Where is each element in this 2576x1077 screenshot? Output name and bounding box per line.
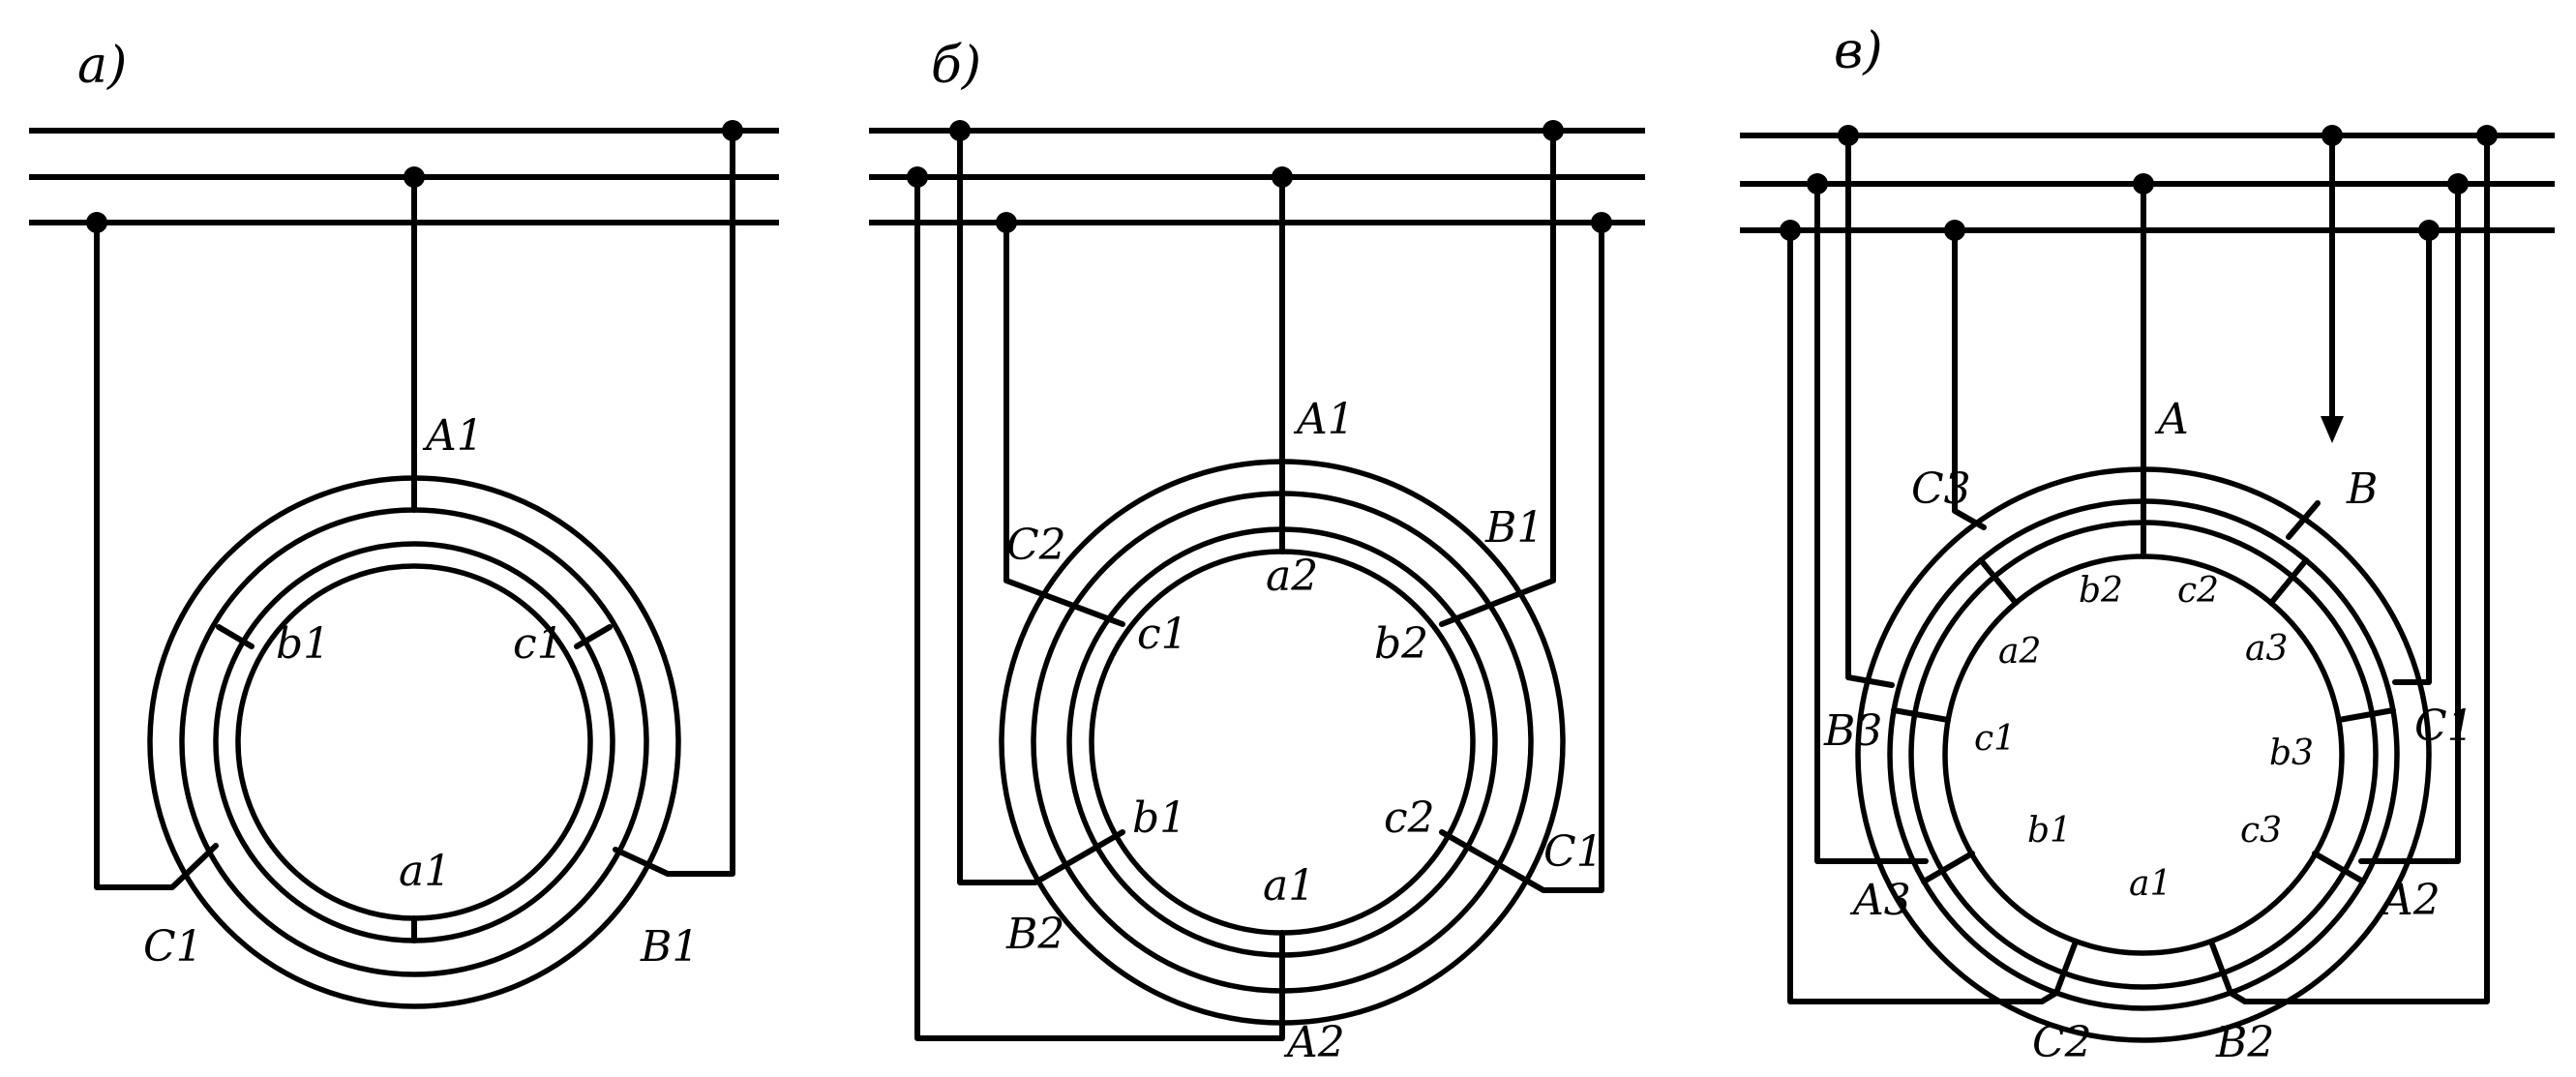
junction-dot [2418, 220, 2440, 241]
terminal-label: B3 [1823, 706, 1882, 756]
terminal-label: C1 [1543, 827, 1603, 877]
terminal-label: B1 [640, 922, 699, 972]
outer-ring-inner-edge [179, 507, 649, 977]
panel-c: в) [1740, 22, 2555, 1067]
separator [1921, 851, 1975, 884]
separator [1978, 557, 2019, 606]
terminal-label: B2 [2215, 1018, 2274, 1067]
terminal-label: C1 [143, 922, 203, 972]
lead-c [94, 220, 219, 890]
junction-dot [1838, 125, 1859, 146]
lead-b [613, 128, 735, 877]
panel-b: б) A1 C2 B1 B2 C1 A2 a2 [869, 37, 1645, 1067]
coil-label: c1 [513, 619, 564, 669]
lead-b-stub [2286, 500, 2321, 540]
junction-dot [1591, 212, 1612, 233]
terminal-label: A2 [1283, 1018, 1345, 1067]
coil-separators [1891, 498, 2396, 996]
lead-c1 [1439, 220, 1604, 893]
panel-a-label: a) [77, 37, 127, 95]
junction-dot [949, 120, 971, 141]
terminal-label: B1 [1484, 503, 1543, 553]
junction-dot [1543, 120, 1564, 141]
terminal-label: C3 [1911, 464, 1971, 514]
junction-dot [86, 212, 107, 233]
terminal-label: C2 [2032, 1018, 2092, 1067]
terminal-label: C1 [2414, 702, 2474, 751]
coil-label: b1 [2027, 811, 2072, 851]
junction-dot [2476, 125, 2498, 146]
separator [1891, 707, 1951, 723]
panel-a: a) A1 C1 B1 b1 c1 a1 [29, 37, 779, 1009]
terminal-label: B [2346, 464, 2378, 514]
arrow-icon [2321, 416, 2344, 443]
junction-dot [2133, 173, 2154, 194]
separator [2053, 939, 2079, 996]
lead-c2 [1003, 220, 1125, 627]
junction-dot [907, 166, 928, 188]
junction-dot [1780, 220, 1801, 241]
junction-dot [722, 120, 743, 141]
terminal-label: A3 [1849, 876, 1911, 925]
terminal-label: A2 [2379, 876, 2441, 925]
terminal-label: A [2154, 395, 2189, 444]
coil-label: c1 [1974, 719, 2016, 759]
junction-dot [996, 212, 1017, 233]
terminal-label: B2 [1005, 910, 1064, 959]
coil-label: a1 [1263, 861, 1315, 911]
junction-dot [1272, 166, 1293, 188]
coil-label: b2 [2079, 571, 2123, 611]
coil-label: a3 [2245, 629, 2288, 669]
separator [2268, 557, 2309, 606]
coil-label: c3 [2240, 811, 2282, 851]
separator [574, 624, 613, 649]
panel-c-label: в) [1834, 22, 1883, 80]
lead-b3 [1845, 133, 1895, 688]
coil-label: c1 [1137, 610, 1188, 659]
junction-dot [2447, 173, 2469, 194]
outer-ring-inner-edge [1887, 498, 2400, 1011]
junction-dot [1807, 173, 1828, 194]
lead-b1 [1439, 128, 1556, 627]
terminal-label: A1 [422, 411, 484, 461]
lead-a2 [914, 174, 1285, 1041]
lead-b2 [957, 128, 1125, 885]
coil-label: b1 [276, 619, 330, 669]
separator [2336, 707, 2396, 723]
coil-label: c2 [2177, 571, 2219, 611]
coil-label: c2 [1384, 793, 1435, 843]
coil-label: b1 [1132, 793, 1186, 843]
coil-label: b2 [1374, 619, 1428, 669]
separator [216, 624, 255, 649]
coil-label: a1 [399, 847, 451, 896]
panel-b-label: б) [931, 37, 981, 95]
terminal-label: C2 [1006, 521, 1066, 570]
coil-label: a1 [2129, 864, 2172, 904]
lead-c3 [1952, 227, 1987, 530]
lead-c1 [2392, 227, 2432, 685]
separator [2208, 939, 2233, 996]
lead-a2 [2358, 181, 2461, 864]
junction-dot [404, 166, 425, 188]
lead-a3 [1814, 181, 1929, 864]
coil-label: b3 [2269, 733, 2314, 773]
junction-dot [2321, 125, 2343, 146]
coil-label: a2 [1266, 552, 1318, 601]
separator [2312, 851, 2366, 884]
terminal-label: A1 [1293, 395, 1355, 444]
junction-dot [1944, 220, 1965, 241]
lead-c2 [1787, 227, 2059, 1004]
coil-label: a2 [1998, 632, 2041, 672]
lead-b2 [2228, 133, 2490, 1004]
